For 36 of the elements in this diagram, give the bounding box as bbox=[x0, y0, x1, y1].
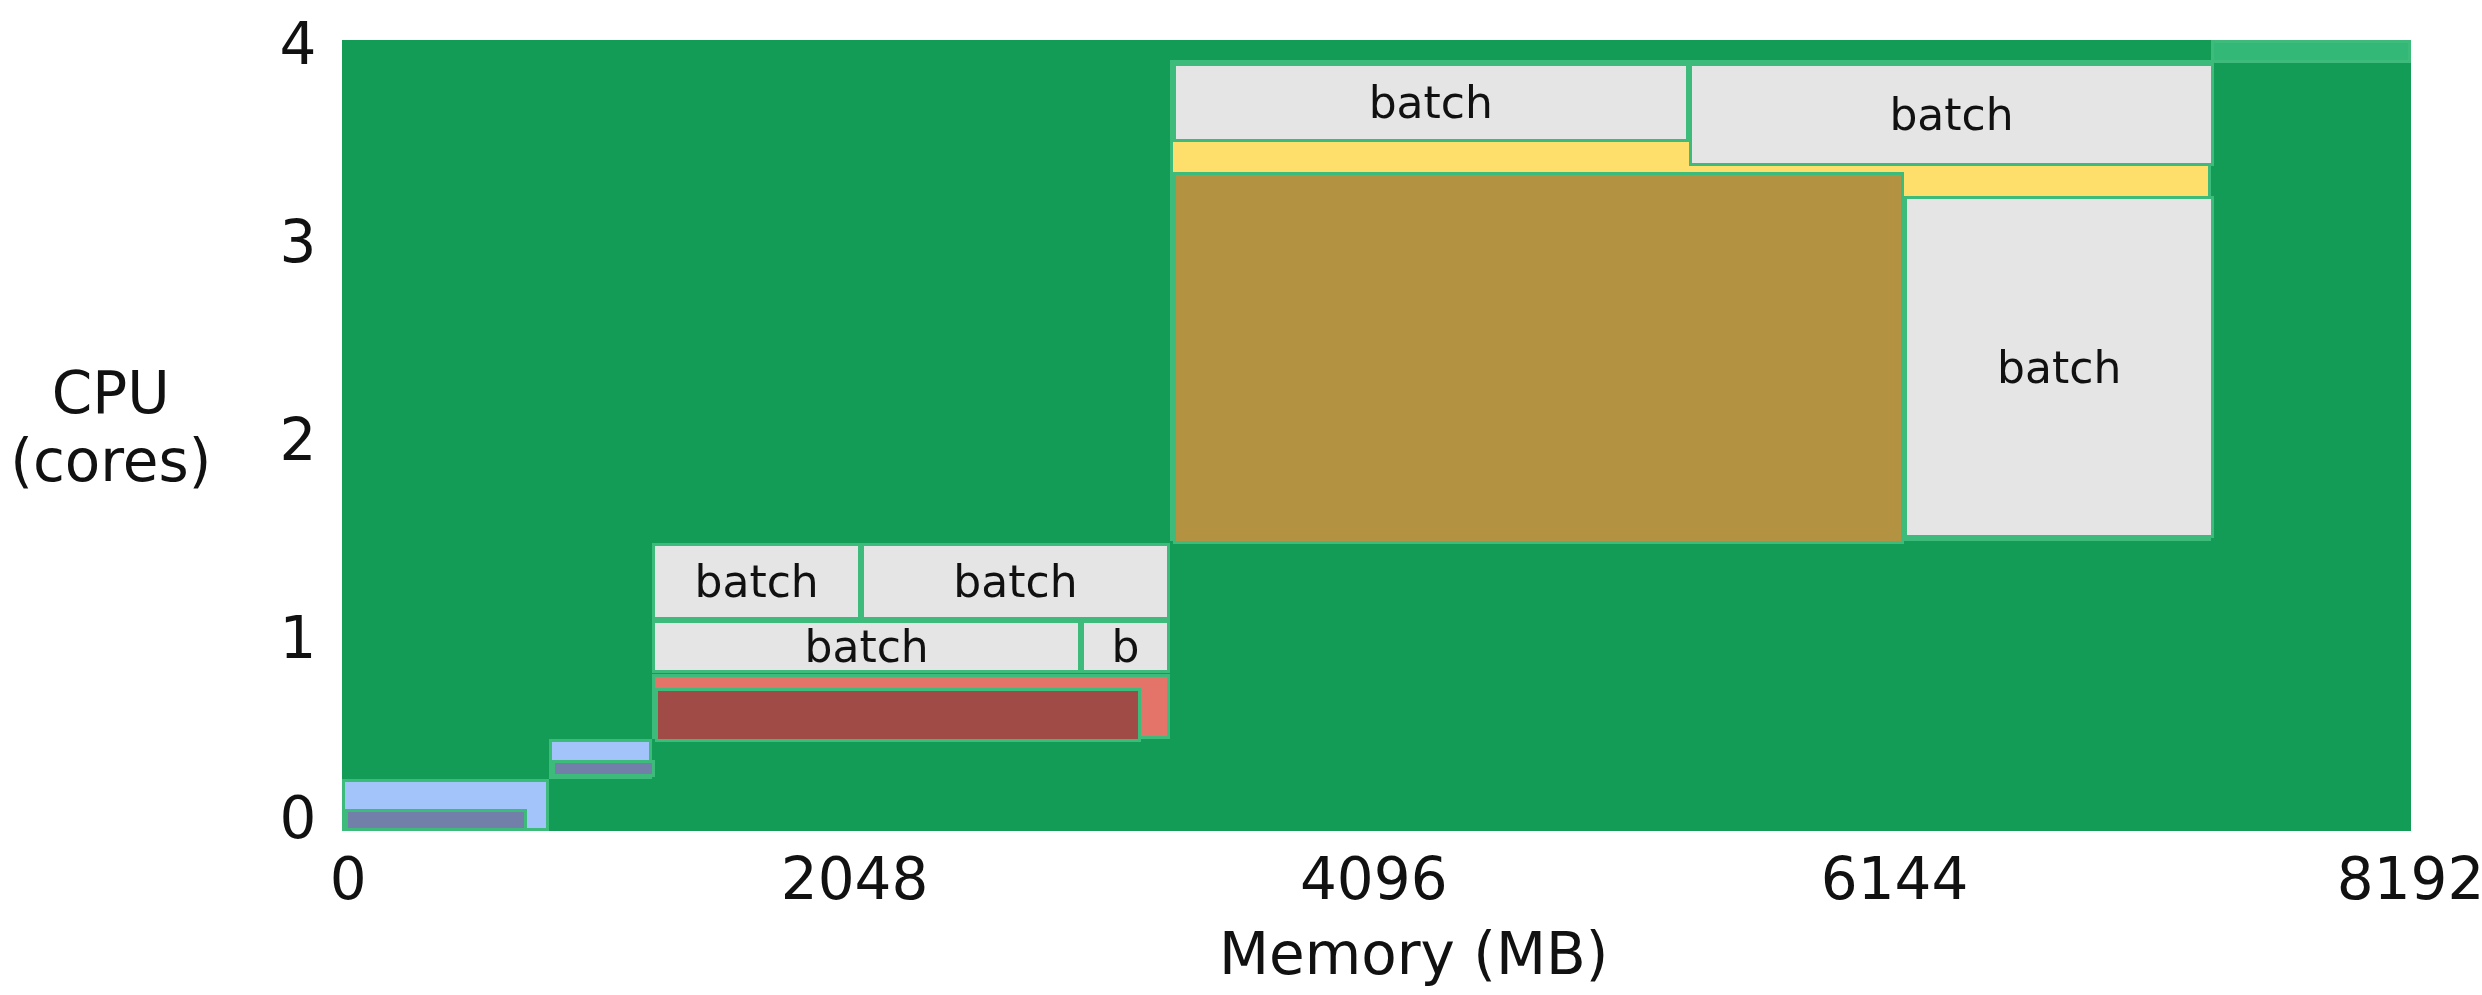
y-tick-label: 4 bbox=[279, 10, 317, 79]
x-tick-label: 6144 bbox=[1820, 844, 1969, 913]
y-tick-label: 0 bbox=[279, 784, 317, 853]
y-tick-label: 1 bbox=[279, 603, 317, 672]
resource-block bbox=[1169, 60, 2212, 542]
resource-block bbox=[652, 674, 1170, 740]
task-block bbox=[652, 620, 1082, 673]
resource-block bbox=[344, 808, 527, 831]
block-label: batch bbox=[1889, 89, 2014, 141]
task-block bbox=[1081, 620, 1170, 673]
y-axis-title: CPU (cores) bbox=[9, 359, 213, 496]
resource-block bbox=[655, 688, 1142, 743]
x-tick-label: 4096 bbox=[1299, 844, 1448, 913]
block-label: batch bbox=[1368, 77, 1493, 129]
resource-block bbox=[552, 759, 656, 777]
task-block bbox=[1904, 196, 2215, 538]
resource-block bbox=[1172, 172, 1905, 545]
y-tick-label: 2 bbox=[279, 406, 317, 475]
x-axis-title: Memory (MB) bbox=[1219, 920, 1609, 989]
block-label: b bbox=[1111, 621, 1140, 673]
block-label: batch bbox=[804, 621, 929, 673]
block-label: batch bbox=[694, 556, 819, 608]
y-tick-label: 3 bbox=[279, 208, 317, 277]
resource-block bbox=[341, 778, 550, 831]
machine-area bbox=[341, 39, 2411, 831]
x-tick-label: 2048 bbox=[780, 844, 929, 913]
block-label: batch bbox=[1997, 341, 2122, 393]
resource-block bbox=[2211, 39, 2411, 64]
resource-block bbox=[549, 739, 653, 779]
task-block bbox=[652, 542, 862, 621]
task-block bbox=[1688, 63, 2215, 166]
task-block bbox=[1172, 63, 1689, 143]
block-label: batch bbox=[953, 556, 1078, 608]
x-tick-label: 0 bbox=[329, 844, 367, 913]
task-block bbox=[861, 542, 1170, 621]
x-tick-label: 8192 bbox=[2336, 844, 2482, 913]
